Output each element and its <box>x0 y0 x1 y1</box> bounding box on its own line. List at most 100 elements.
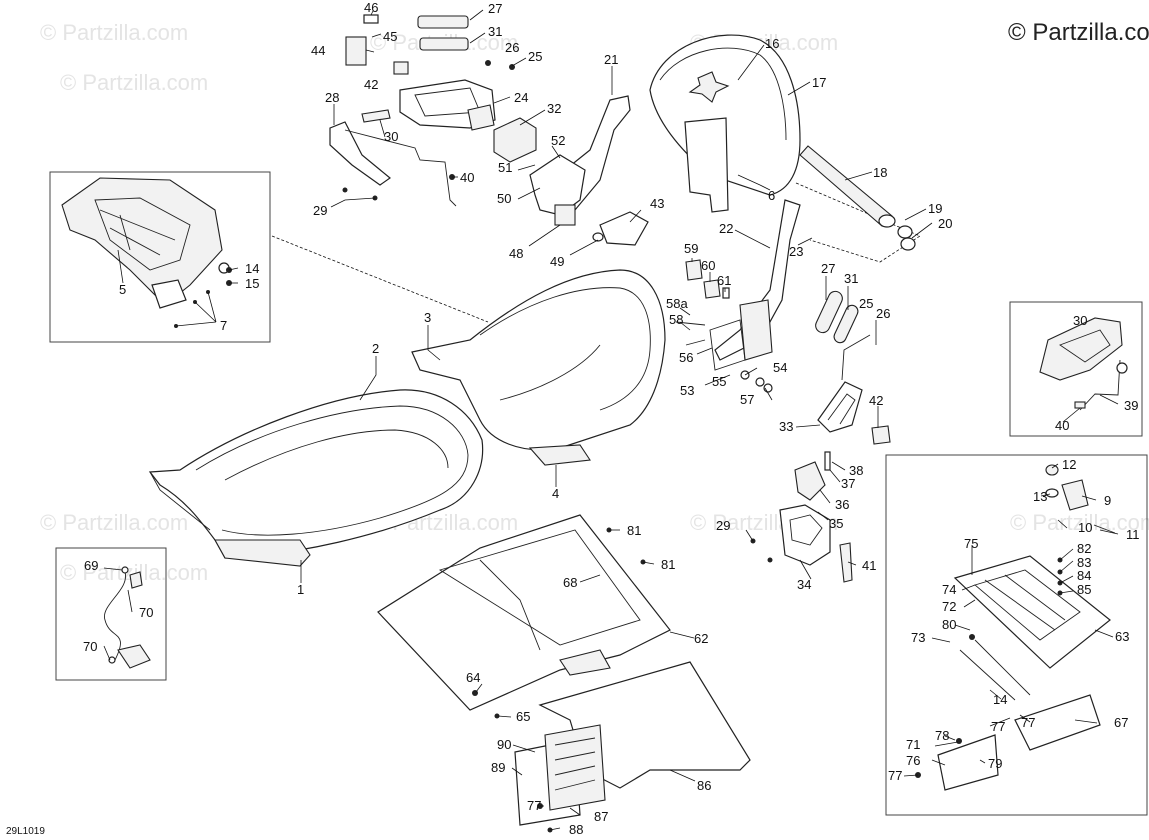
callout-14: 14 <box>245 261 259 276</box>
trim-cover <box>779 451 853 583</box>
mounting-bracket-assembly <box>937 464 1116 791</box>
callout-11: 11 <box>1126 527 1140 542</box>
callout-13: 13 <box>1033 489 1047 504</box>
callout-73: 73 <box>911 630 925 645</box>
callout-25: 25 <box>528 49 542 64</box>
callout-42: 42 <box>364 77 378 92</box>
callout-41: 41 <box>862 558 876 573</box>
callout-53: 53 <box>680 383 694 398</box>
fasteners <box>174 60 1063 833</box>
callout-42: 42 <box>869 393 883 408</box>
callout-74: 74 <box>942 582 956 597</box>
callout-58a: 58a <box>666 296 688 311</box>
latch-plate <box>554 204 576 226</box>
callout-labels: 1 2 3 4 5 6 7 9 10 11 12 13 14 15 16 17 … <box>83 0 1140 837</box>
callout-16: 16 <box>765 36 779 51</box>
callout-35: 35 <box>829 516 843 531</box>
watermark: © Partzilla.com <box>1010 510 1149 535</box>
callout-82: 82 <box>1077 541 1091 556</box>
callout-20: 20 <box>938 216 952 231</box>
watermark: © Partzilla.com <box>40 20 188 45</box>
callout-81: 81 <box>627 523 641 538</box>
callout-43: 43 <box>650 196 664 211</box>
callout-49: 49 <box>550 254 564 269</box>
callout-57: 57 <box>740 392 754 407</box>
switch-cap <box>363 14 379 24</box>
callout-21: 21 <box>604 52 618 67</box>
callout-9: 9 <box>1104 493 1111 508</box>
callout-84: 84 <box>1077 568 1091 583</box>
storage-bracket <box>514 724 606 826</box>
ground-wire <box>104 566 151 669</box>
callout-68: 68 <box>563 575 577 590</box>
callout-14: 14 <box>993 692 1007 707</box>
callout-72: 72 <box>942 599 956 614</box>
callout-17: 17 <box>812 75 826 90</box>
backrest-tube <box>799 145 916 251</box>
callout-1: 1 <box>297 582 304 597</box>
callout-76: 76 <box>906 753 920 768</box>
callout-65: 65 <box>516 709 530 724</box>
callout-70: 70 <box>83 639 97 654</box>
callout-40: 40 <box>1055 418 1069 433</box>
callout-81: 81 <box>661 557 675 572</box>
callout-89: 89 <box>491 760 505 775</box>
callout-70: 70 <box>139 605 153 620</box>
callout-50: 50 <box>497 191 511 206</box>
callout-77: 77 <box>991 719 1005 734</box>
callout-33: 33 <box>779 419 793 434</box>
callout-83: 83 <box>1077 555 1091 570</box>
callout-67: 67 <box>1114 715 1128 730</box>
callout-48: 48 <box>509 246 523 261</box>
callout-34: 34 <box>797 577 811 592</box>
callout-71: 71 <box>906 737 920 752</box>
callout-60: 60 <box>701 258 715 273</box>
callout-10: 10 <box>1078 520 1092 535</box>
latch-box <box>493 117 537 163</box>
dashed-leader <box>795 182 921 263</box>
callout-46: 46 <box>364 0 378 15</box>
inset-handle <box>1039 317 1128 411</box>
callout-28: 28 <box>325 90 339 105</box>
callout-24: 24 <box>514 90 528 105</box>
callout-5: 5 <box>119 282 126 297</box>
watermarks: © Partzilla.com © Partzilla.com © Partzi… <box>40 20 1149 585</box>
callout-32: 32 <box>547 101 561 116</box>
main-seat <box>148 389 484 567</box>
callout-45: 45 <box>383 29 397 44</box>
passenger-bracket <box>714 199 801 361</box>
clip <box>393 61 409 75</box>
callout-55: 55 <box>712 374 726 389</box>
inset-box-rear-frame <box>49 171 271 343</box>
inset-box-wire <box>55 547 167 681</box>
watermark: © Partzilla.com <box>60 70 208 95</box>
callout-78: 78 <box>935 728 949 743</box>
callout-80: 80 <box>942 617 956 632</box>
callout-64: 64 <box>466 670 480 685</box>
inset-box-handle <box>1009 301 1143 437</box>
callout-37: 37 <box>841 476 855 491</box>
callout-30: 30 <box>1073 313 1087 328</box>
callout-15: 15 <box>245 276 259 291</box>
callout-25: 25 <box>859 296 873 311</box>
grab-handle-right <box>815 290 891 445</box>
callout-27: 27 <box>488 1 502 16</box>
inset-box-bracket <box>885 454 1148 816</box>
callout-63: 63 <box>1115 629 1129 644</box>
callout-30: 30 <box>384 129 398 144</box>
cover-plate <box>599 211 649 246</box>
dashed-leader <box>271 235 489 323</box>
washer <box>592 232 604 242</box>
pad <box>419 37 469 51</box>
callout-62: 62 <box>694 631 708 646</box>
callout-18: 18 <box>873 165 887 180</box>
leader-lines <box>103 9 1119 831</box>
callout-58: 58 <box>669 312 683 327</box>
callout-29: 29 <box>716 518 730 533</box>
callout-23: 23 <box>789 244 803 259</box>
callout-79: 79 <box>988 756 1002 771</box>
callout-77: 77 <box>1021 715 1035 730</box>
callout-56: 56 <box>679 350 693 365</box>
callout-40: 40 <box>460 170 474 185</box>
callout-31: 31 <box>488 24 502 39</box>
